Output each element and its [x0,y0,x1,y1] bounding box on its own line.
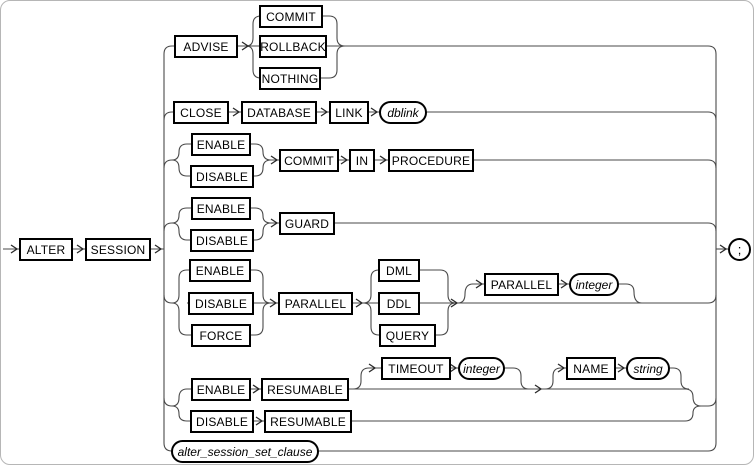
keyword-parallel-degree: PARALLEL [484,273,559,296]
keyword-query: QUERY [379,324,436,347]
keyword-ddl: DDL [378,292,420,315]
keyword-disable-guard: DISABLE [190,229,254,252]
keyword-database: DATABASE [241,101,317,124]
keyword-link: LINK [329,101,369,124]
keyword-name: NAME [566,357,616,380]
terminal-semicolon: ; [728,238,751,261]
keyword-session: SESSION [85,238,151,261]
placeholder-integer-parallel: integer [569,273,619,296]
keyword-disable-resumable: DISABLE [190,410,254,433]
keyword-close: CLOSE [173,101,229,124]
arrowhead-icons [10,41,728,426]
keyword-disable-commit: DISABLE [190,165,254,188]
keyword-enable-parallel: ENABLE [189,259,251,282]
keyword-rollback: ROLLBACK [259,35,327,58]
placeholder-string: string [626,357,670,380]
keyword-enable-guard: ENABLE [191,197,251,220]
keyword-force: FORCE [191,324,251,347]
keyword-guard: GUARD [279,212,335,235]
keyword-nothing: NOTHING [259,67,321,90]
keyword-disable-parallel: DISABLE [188,292,254,315]
keyword-in: IN [349,149,375,172]
keyword-procedure: PROCEDURE [388,149,474,172]
keyword-resumable-disable: RESUMABLE [264,410,352,433]
keyword-enable-commit: ENABLE [191,133,251,156]
placeholder-dblink: dblink [379,101,427,124]
placeholder-integer-timeout: integer [458,357,505,380]
keyword-enable-resumable: ENABLE [191,378,251,401]
keyword-parallel: PARALLEL [278,292,353,315]
keyword-alter: ALTER [19,238,73,261]
keyword-commit: COMMIT [279,149,339,172]
keyword-resumable-enable: RESUMABLE [261,378,349,401]
placeholder-alter-session-set-clause: alter_session_set_clause [171,440,319,463]
keyword-timeout: TIMEOUT [381,357,451,380]
keyword-dml: DML [378,259,420,282]
keyword-advise: ADVISE [174,35,238,58]
keyword-commit-option: COMMIT [259,5,323,28]
